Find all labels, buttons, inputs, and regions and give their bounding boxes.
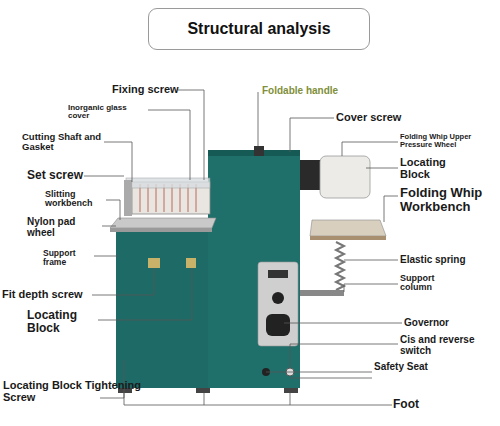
workbench-edge [110,228,212,232]
part-label: Set screw [27,169,87,182]
part-label: Inorganic glass cover [68,104,148,121]
part-label: Fixing screw [112,84,182,96]
depth-screw [148,258,160,268]
part-label: Locating Block [27,309,99,334]
part-label: Support frame [43,249,95,267]
glass-cover [126,178,210,188]
part-label: Slitting workbench [45,190,107,209]
part-label: Governor [404,318,494,329]
part-label: Foot [393,398,453,411]
part-label: Folding Whip Workbench [400,186,500,213]
part-label: Fit depth screw [2,289,94,301]
workbench-edge [310,236,386,240]
part-label: Elastic spring [400,255,498,266]
title-heading: Structural analysis [148,8,370,50]
governor-knob [272,292,284,304]
machine-column [208,150,300,388]
part-label: Locating Block Tightening Screw [3,380,143,403]
slitting-workbench [110,218,216,228]
control-panel [258,262,298,346]
part-label: Foldable handle [262,86,352,97]
handle [254,146,264,156]
part-label: Cis and reverse switch [400,335,498,356]
foot [196,388,210,393]
panel-meter [266,314,290,336]
part-label: Folding Whip Upper Pressure Wheel [400,133,498,149]
pressure-wheel [320,156,370,198]
part-label: Locating Block [400,157,470,180]
part-label: Cutting Shaft and Gasket [22,132,104,152]
right-hub [300,160,320,190]
depth-screw [186,258,196,268]
support-column [300,290,344,296]
part-label: Support column [400,274,462,293]
panel-display [268,270,288,278]
shaft-end [124,180,132,216]
part-label: Nylon pad wheel [27,217,103,238]
foot [284,388,298,393]
part-label: Cover screw [336,112,416,124]
folding-workbench [310,220,386,236]
part-label: Safety Seat [374,362,434,373]
leader-lines [84,90,402,405]
machine-base [116,226,216,388]
elastic-spring [336,242,344,290]
